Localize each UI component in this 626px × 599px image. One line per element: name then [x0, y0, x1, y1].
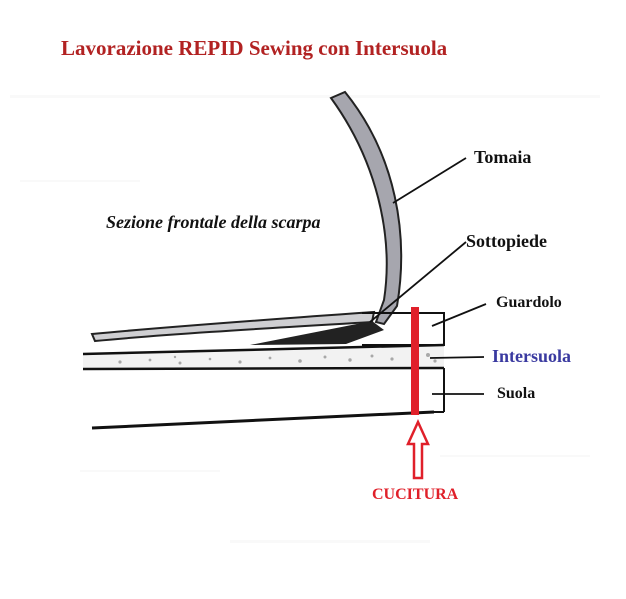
intersuola-speckle	[118, 353, 437, 365]
sottopiede-label: Sottopiede	[466, 231, 547, 251]
diagram-title: Lavorazione REPID Sewing con Intersuola	[61, 36, 448, 60]
tomaia-label: Tomaia	[474, 147, 531, 167]
cucitura-label: CUCITURA	[372, 486, 459, 503]
tomaia-leader	[392, 157, 467, 204]
section-caption: Sezione frontale della scarpa	[106, 212, 321, 232]
suola-bottom-line	[91, 410, 435, 430]
intersuola-layer	[83, 345, 444, 369]
intersuola-bottom-line	[82, 366, 445, 371]
cucitura-arrow-icon	[406, 418, 430, 480]
sottopiede-leader	[369, 241, 467, 323]
guardolo-label: Guardolo	[496, 294, 562, 311]
tomaia-shape	[329, 90, 403, 326]
intersuola-top-line	[82, 343, 445, 356]
insole-wedge	[250, 321, 384, 345]
guardolo-leader	[431, 303, 487, 327]
suola-label: Suola	[497, 385, 535, 402]
intersuola-leader	[429, 356, 485, 359]
background-texture	[10, 95, 600, 543]
cucitura-stitch	[411, 307, 419, 415]
intersuola-label: Intersuola	[492, 346, 571, 366]
